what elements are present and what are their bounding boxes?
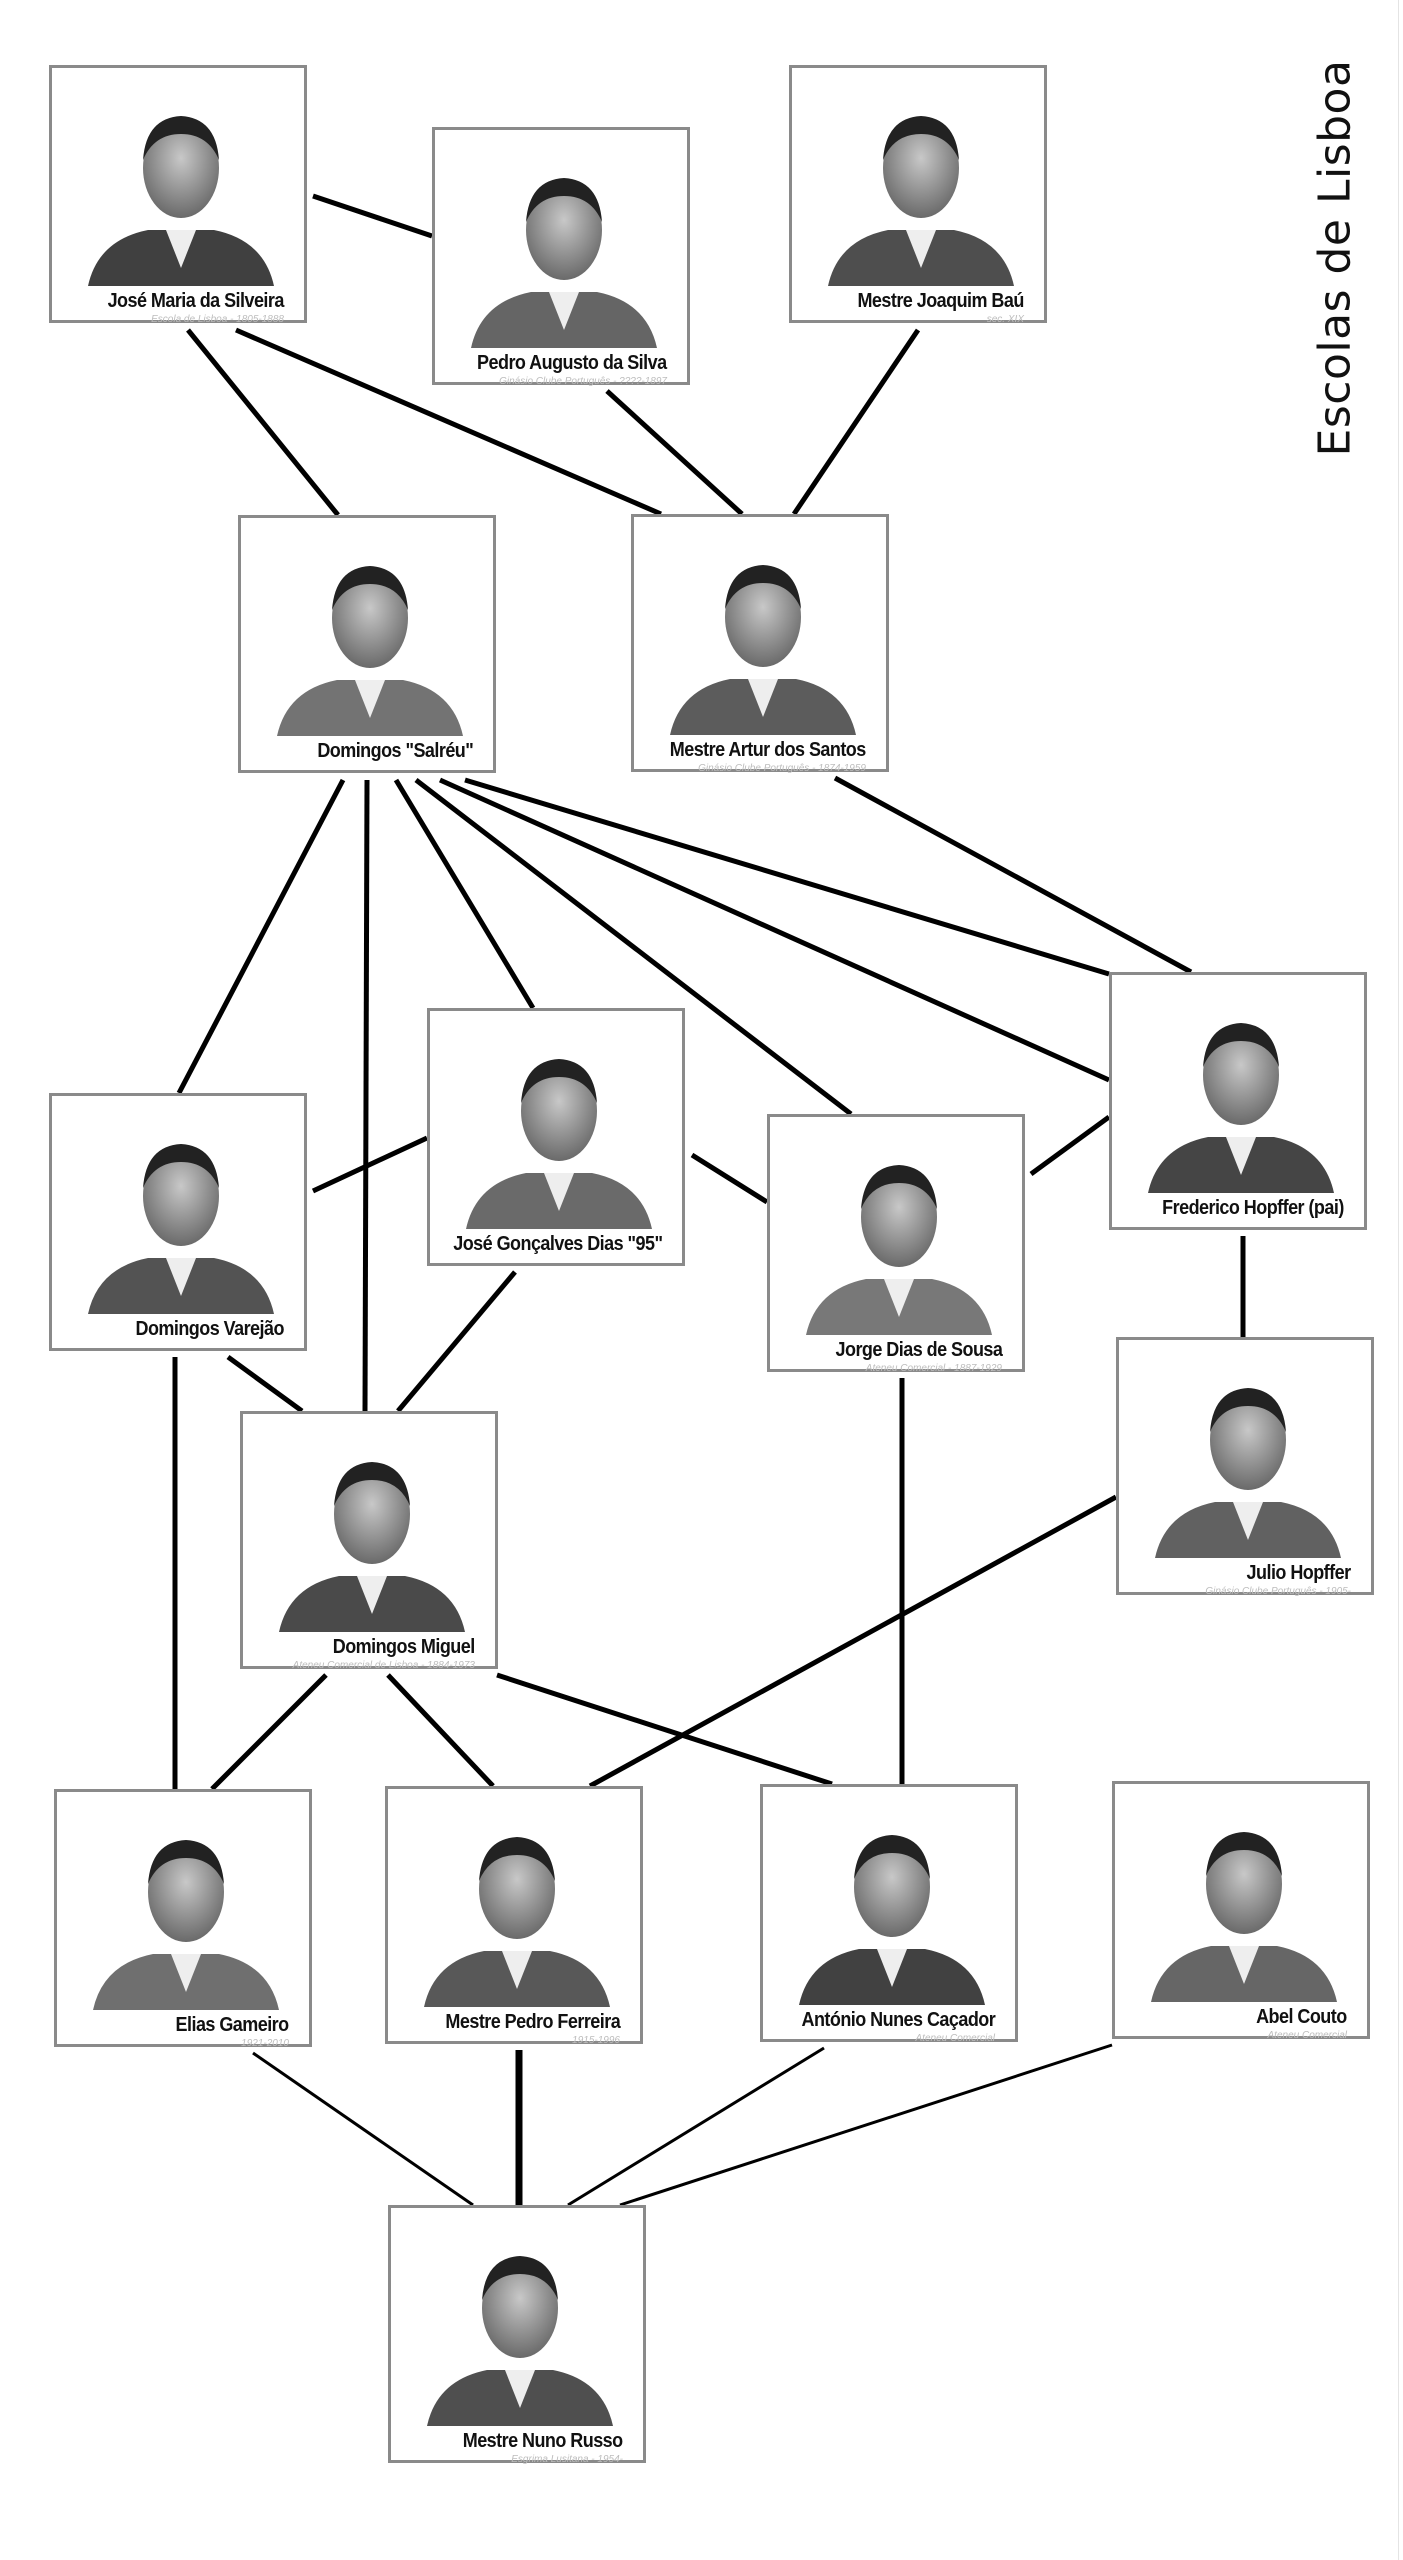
portrait-photo bbox=[88, 1144, 274, 1314]
portrait-photo bbox=[1155, 1388, 1341, 1558]
person-card-varejao: Domingos Varejão bbox=[49, 1093, 307, 1351]
person-card-frederico-hopffer: Frederico Hopffer (pai) bbox=[1109, 972, 1367, 1230]
portrait-photo bbox=[471, 178, 657, 348]
person-card-domingos-miguel: Domingos Miguel Ateneu Comercial de Lisb… bbox=[240, 1411, 498, 1671]
person-card-julio-hopffer: Julio Hopffer Ginásio Clube Português - … bbox=[1116, 1337, 1374, 1597]
person-name: José Maria da Silveira bbox=[107, 290, 285, 312]
link-julio-hopffer-to-pedro-ferreira bbox=[588, 1494, 1118, 1789]
person-subtitle: Ginásio Clube Português - ????-1897 bbox=[499, 376, 667, 387]
link-domingos-miguel-to-antonio-cacador bbox=[496, 1672, 833, 1787]
person-card-pedro-ferreira: Mestre Pedro Ferreira 1915-1996 bbox=[385, 1786, 643, 2046]
link-jorge-dias-to-frederico-hopffer bbox=[1029, 1114, 1111, 1177]
page-title: Escolas de Lisboa bbox=[1309, 59, 1361, 457]
person-name: Frederico Hopffer (pai) bbox=[1162, 1197, 1344, 1219]
person-card-joaquim-bau: Mestre Joaquim Baú sec. XIX bbox=[789, 65, 1047, 325]
link-salreu-to-goncalves-dias bbox=[393, 778, 536, 1010]
link-goncalves-dias-to-domingos-miguel bbox=[396, 1270, 517, 1413]
link-varejao-to-goncalves-dias bbox=[311, 1135, 429, 1194]
portrait-photo bbox=[277, 566, 463, 736]
person-subtitle: 1921-2010 bbox=[241, 2038, 289, 2049]
person-card-elias-gameiro: Elias Gameiro 1921-2010 bbox=[54, 1789, 312, 2049]
person-name: José Gonçalves Dias "95" bbox=[452, 1233, 663, 1255]
person-name: Pedro Augusto da Silva bbox=[477, 352, 668, 374]
person-subtitle: Ateneu Comercial bbox=[915, 2033, 995, 2044]
portrait-photo bbox=[670, 565, 856, 735]
person-subtitle: Ginásio Clube Português - 1905- bbox=[1205, 1586, 1351, 1597]
link-artur-santos-to-frederico-hopffer bbox=[833, 775, 1193, 975]
person-subtitle: Escola de Lisboa - 1805-1888 bbox=[151, 314, 284, 325]
person-name: Elias Gameiro bbox=[175, 2014, 290, 2036]
link-salreu-to-frederico-hopffer bbox=[464, 777, 1110, 977]
link-pedro-augusto-to-artur-santos bbox=[605, 389, 744, 516]
person-name: Domingos "Salréu" bbox=[317, 740, 473, 762]
link-joaquim-bau-to-artur-santos bbox=[791, 328, 921, 516]
person-name: Mestre Pedro Ferreira bbox=[445, 2011, 620, 2033]
portrait-photo bbox=[1151, 1832, 1337, 2002]
person-name: Jorge Dias de Sousa bbox=[835, 1339, 1002, 1361]
portrait-photo bbox=[424, 1837, 610, 2007]
link-salreu-to-domingos-miguel bbox=[362, 779, 370, 1412]
portrait-photo bbox=[93, 1840, 279, 2010]
link-silveira-to-artur-santos bbox=[235, 327, 662, 517]
person-name: Mestre Nuno Russo bbox=[463, 2430, 623, 2452]
link-abel-couto-to-nuno-russo bbox=[619, 2043, 1113, 2207]
person-card-jorge-dias: Jorge Dias de Sousa Ateneu Comercial - 1… bbox=[767, 1114, 1025, 1374]
portrait-photo bbox=[466, 1059, 652, 1229]
person-subtitle: Esgrima Lusitana - 1954- bbox=[511, 2454, 623, 2465]
person-name: Mestre Joaquim Baú bbox=[857, 290, 1025, 312]
person-card-pedro-augusto: Pedro Augusto da Silva Ginásio Clube Por… bbox=[432, 127, 690, 387]
portrait-photo bbox=[1148, 1023, 1334, 1193]
person-name: Domingos Miguel bbox=[333, 1636, 475, 1658]
link-goncalves-dias-to-jorge-dias bbox=[690, 1152, 769, 1205]
person-card-silveira: José Maria da Silveira Escola de Lisboa … bbox=[49, 65, 307, 325]
person-subtitle: Ateneu Comercial bbox=[1267, 2030, 1347, 2041]
person-name: Abel Couto bbox=[1256, 2006, 1347, 2028]
link-elias-gameiro-to-nuno-russo bbox=[252, 2051, 474, 2207]
right-edge-divider bbox=[1398, 0, 1399, 2560]
link-salreu-to-frederico-hopffer bbox=[438, 777, 1111, 1083]
person-card-goncalves-dias: José Gonçalves Dias "95" bbox=[427, 1008, 685, 1266]
link-antonio-cacador-to-nuno-russo bbox=[567, 2046, 825, 2207]
person-subtitle: Ateneu Comercial - 1887-1929 bbox=[865, 1363, 1002, 1374]
person-name: Julio Hopffer bbox=[1247, 1562, 1352, 1584]
person-name: António Nunes Caçador bbox=[801, 2009, 995, 2031]
link-varejao-to-domingos-miguel bbox=[226, 1354, 304, 1414]
portrait-photo bbox=[828, 116, 1014, 286]
portrait-photo bbox=[806, 1165, 992, 1335]
portrait-photo bbox=[88, 116, 274, 286]
person-subtitle: sec. XIX bbox=[986, 314, 1024, 325]
portrait-photo bbox=[427, 2256, 613, 2426]
portrait-photo bbox=[799, 1835, 985, 2005]
link-salreu-to-jorge-dias bbox=[414, 778, 853, 1116]
person-subtitle: Ginásio Clube Português - 1874-1959 bbox=[698, 763, 866, 774]
person-name: Mestre Artur dos Santos bbox=[670, 739, 867, 761]
link-salreu-to-varejao bbox=[176, 778, 346, 1095]
link-silveira-to-salreu bbox=[186, 328, 340, 517]
link-domingos-miguel-to-pedro-ferreira bbox=[386, 1673, 495, 1788]
person-card-salreu: Domingos "Salréu" bbox=[238, 515, 496, 773]
person-card-antonio-cacador: António Nunes Caçador Ateneu Comercial bbox=[760, 1784, 1018, 2044]
person-card-abel-couto: Abel Couto Ateneu Comercial bbox=[1112, 1781, 1370, 2041]
person-card-nuno-russo: Mestre Nuno Russo Esgrima Lusitana - 195… bbox=[388, 2205, 646, 2465]
link-domingos-miguel-to-elias-gameiro bbox=[210, 1673, 328, 1791]
portrait-photo bbox=[279, 1462, 465, 1632]
person-card-artur-santos: Mestre Artur dos Santos Ginásio Clube Po… bbox=[631, 514, 889, 774]
person-subtitle: 1915-1996 bbox=[572, 2035, 620, 2046]
link-silveira-to-pedro-augusto bbox=[312, 193, 433, 239]
person-subtitle: Ateneu Comercial de Lisboa - 1884-1973 bbox=[292, 1660, 475, 1671]
person-name: Domingos Varejão bbox=[135, 1318, 285, 1340]
